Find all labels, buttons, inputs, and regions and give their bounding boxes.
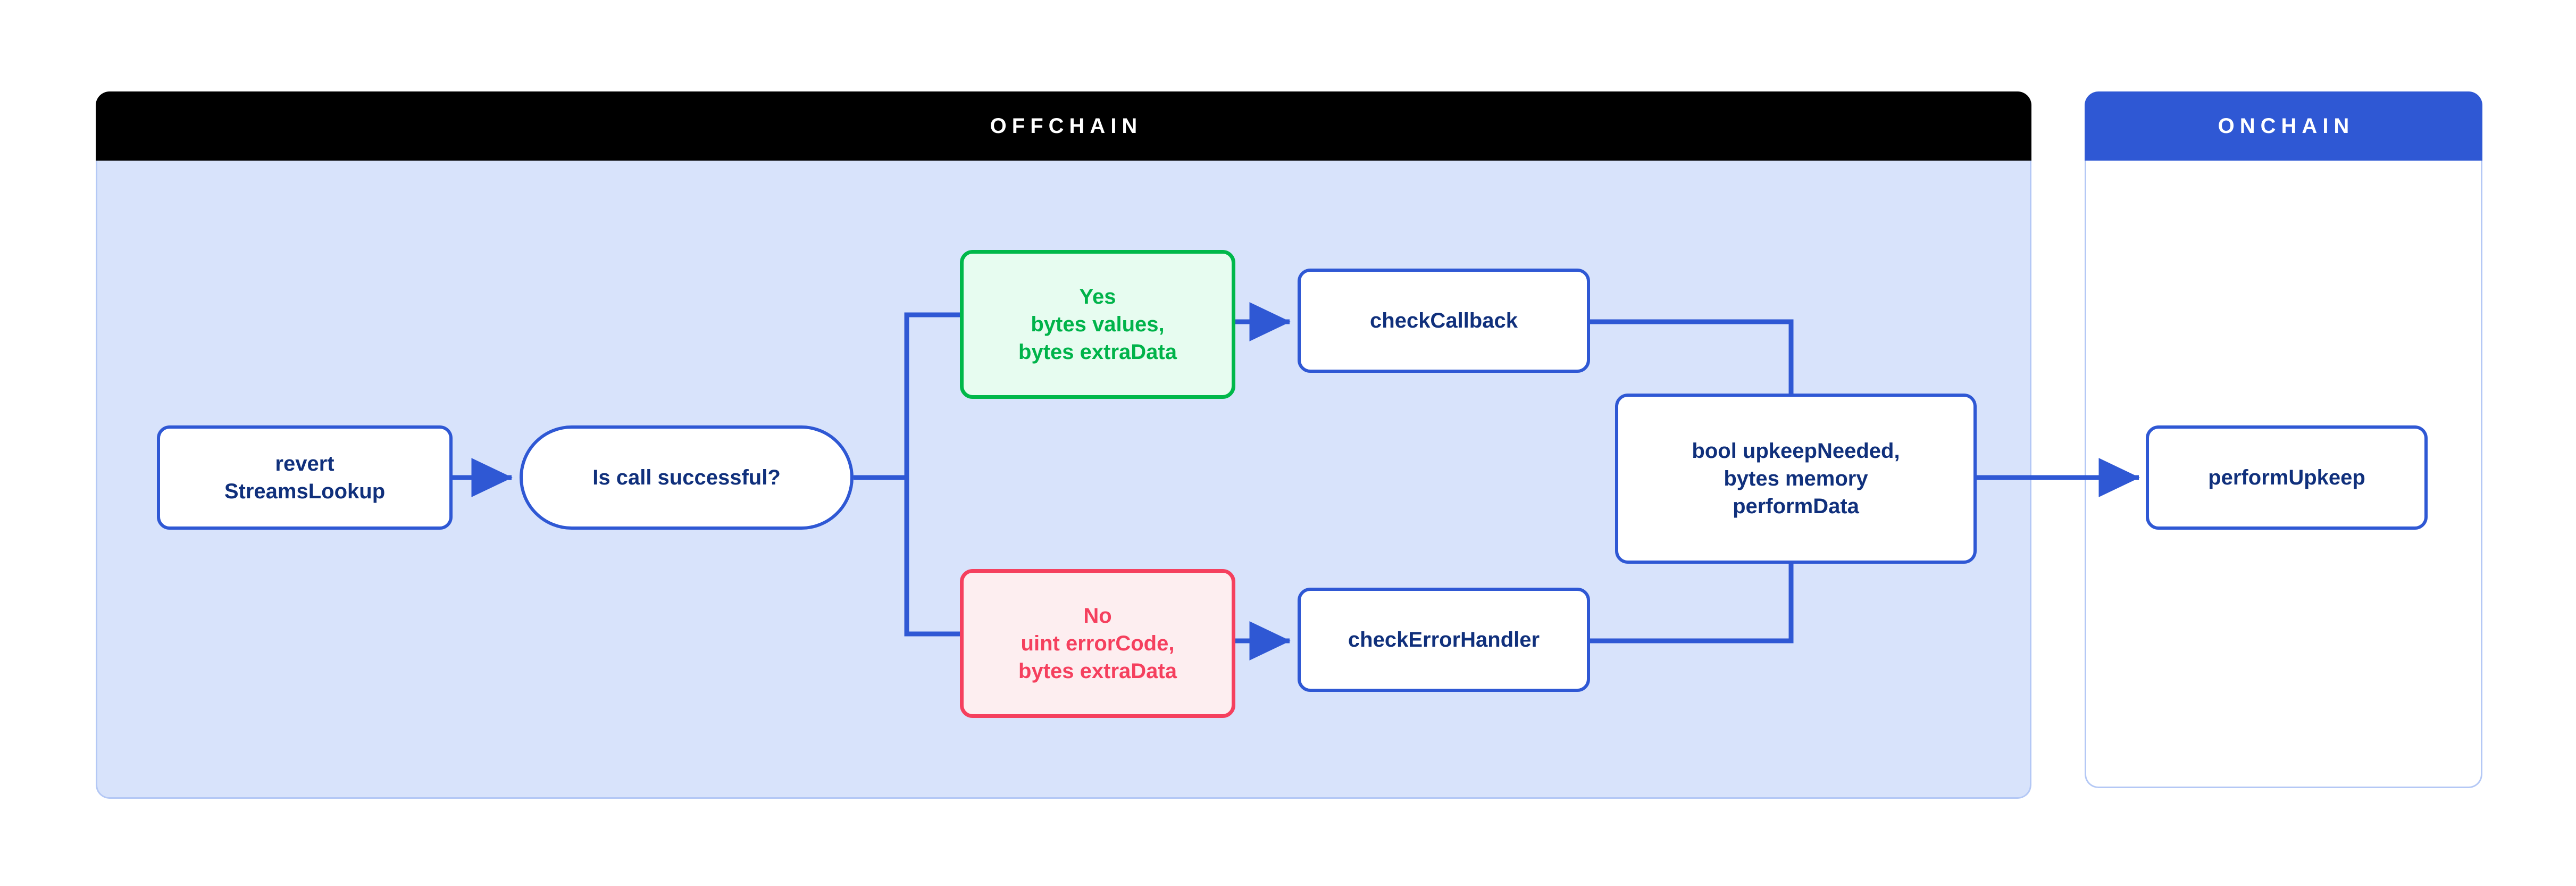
onchain-panel-header: ONCHAIN (2085, 91, 2482, 161)
node-upkeep-needed[interactable]: bool upkeepNeeded, bytes memory performD… (1615, 394, 1977, 564)
node-yes-branch[interactable]: Yes bytes values, bytes extraData (960, 250, 1235, 399)
node-check-error-handler[interactable]: checkErrorHandler (1298, 588, 1590, 692)
node-no-branch[interactable]: No uint errorCode, bytes extraData (960, 569, 1235, 718)
node-check-callback[interactable]: checkCallback (1298, 269, 1590, 373)
node-perform-upkeep[interactable]: performUpkeep (2146, 425, 2428, 530)
node-is-call-successful[interactable]: Is call successful? (520, 425, 854, 530)
node-revert-streamslookup[interactable]: revert StreamsLookup (157, 425, 453, 530)
offchain-panel-header: OFFCHAIN (96, 91, 2031, 161)
